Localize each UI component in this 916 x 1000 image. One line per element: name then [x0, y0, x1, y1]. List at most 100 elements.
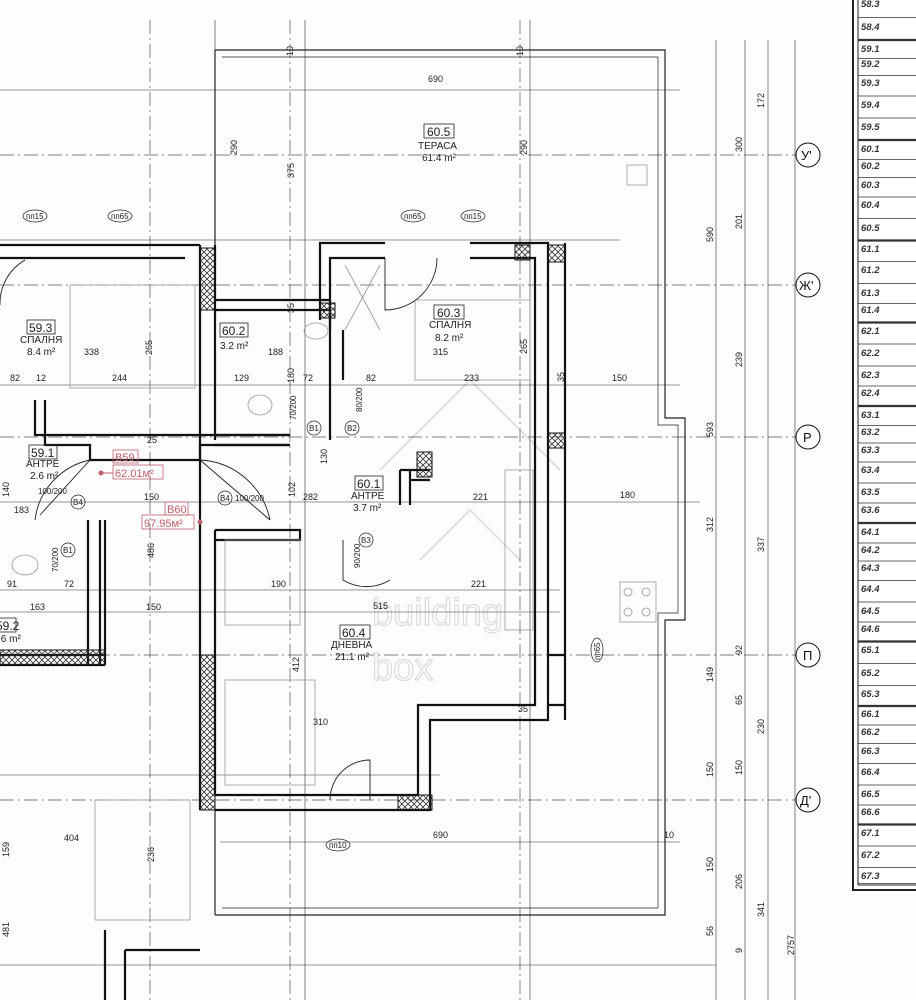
svg-text:82: 82: [366, 373, 376, 383]
door-size: 70/200: [51, 547, 60, 572]
room-id: 60.3: [437, 306, 461, 320]
axis-label: Р: [803, 430, 812, 445]
svg-text:282: 282: [303, 492, 318, 502]
room-table-cell: 60.1: [861, 144, 880, 155]
door-size: 80/200: [355, 387, 364, 412]
svg-text:35: 35: [518, 704, 528, 714]
apartment-marker-b60: B60 97.95м²: [141, 501, 203, 530]
room-table-cell: 63.3: [861, 445, 880, 456]
svg-text:159: 159: [1, 842, 11, 857]
svg-text:412: 412: [291, 657, 301, 672]
svg-text:72: 72: [64, 579, 74, 589]
apartment-id: B59: [115, 452, 135, 464]
room-id: 59.1: [31, 446, 55, 460]
room-label-60-2: 60.2 3.2 m²: [219, 322, 249, 352]
apartment-area: 97.95м²: [144, 518, 183, 530]
axis-label: Ж': [799, 278, 814, 293]
room-area: 8.4 m²: [27, 347, 56, 358]
room-area: .6 m²: [0, 634, 21, 645]
svg-text:593: 593: [705, 422, 715, 437]
svg-text:265: 265: [144, 340, 154, 355]
window-tag: пп15: [26, 212, 44, 221]
svg-text:201: 201: [734, 214, 744, 229]
door-tag: B4: [220, 494, 230, 503]
svg-text:188: 188: [268, 347, 283, 357]
room-label-60-5: 60.5 ТЕРАСА 61.4 m²: [418, 123, 457, 164]
svg-text:35: 35: [286, 303, 296, 313]
room-table-cell: 63.6: [861, 505, 880, 516]
room-table-cell: 64.6: [861, 624, 880, 635]
svg-text:149: 149: [705, 667, 715, 682]
svg-text:150: 150: [734, 760, 744, 775]
svg-text:183: 183: [14, 505, 29, 515]
room-id: 60.2: [222, 324, 246, 338]
svg-text:65: 65: [734, 695, 744, 705]
svg-text:25: 25: [147, 435, 157, 445]
room-id: 59.3: [29, 321, 53, 335]
svg-text:10: 10: [664, 830, 674, 840]
room-table-cell: 61.2: [861, 265, 880, 276]
room-area: 3.7 m²: [353, 503, 382, 514]
structural-columns: [0, 244, 566, 811]
apartment-id: B60: [167, 504, 187, 516]
svg-text:180: 180: [286, 368, 296, 383]
room-name: АНТРЕ: [26, 459, 60, 470]
room-table-cell: 65.1: [861, 645, 880, 656]
window-tag: пп10: [329, 841, 347, 850]
room-table-cell: 66.2: [861, 727, 880, 738]
door-size: 70/200: [289, 395, 298, 420]
room-label-60-3: 60.3 СПАЛНЯ 8.2 m²: [429, 304, 471, 344]
room-schedule-table: 58.358.459.159.259.359.459.560.160.260.3…: [852, 0, 916, 891]
svg-text:404: 404: [64, 833, 79, 843]
axis-grid-lines: [0, 20, 800, 1000]
room-table-cell: 65.3: [861, 689, 880, 700]
svg-text:150: 150: [705, 857, 715, 872]
svg-text:375: 375: [286, 163, 296, 178]
room-area: 8.2 m²: [435, 333, 464, 344]
svg-text:221: 221: [473, 492, 488, 502]
svg-text:221: 221: [471, 579, 486, 589]
svg-text:230: 230: [756, 719, 766, 734]
door-size: 100/200: [38, 487, 67, 496]
window-tag: пп65: [111, 212, 129, 221]
room-name: ТЕРАСА: [418, 141, 457, 152]
room-name: ДНЕВНА: [331, 640, 373, 651]
svg-text:341: 341: [756, 902, 766, 917]
room-table-cell: 65.2: [861, 668, 880, 679]
window-tag: пп65: [404, 212, 422, 221]
room-table-cell: 62.1: [861, 326, 880, 337]
svg-text:150: 150: [146, 602, 161, 612]
door-tags: B1 70/200 B1 70/200 B3 90/200 B4 100/200…: [38, 387, 374, 572]
dimension-lines: [0, 20, 796, 1000]
watermark-logo: building box: [371, 378, 561, 690]
svg-text:310: 310: [313, 717, 328, 727]
room-id: 60.4: [342, 626, 366, 640]
room-table-cell: 63.1: [861, 410, 880, 421]
room-label-59-2: 59.2 .6 m²: [0, 617, 21, 645]
room-table-cell: 66.6: [861, 807, 880, 818]
svg-text:300: 300: [734, 137, 744, 152]
svg-text:163: 163: [30, 602, 45, 612]
room-table-cell: 63.4: [861, 465, 880, 476]
room-name: АНТРЕ: [351, 491, 385, 502]
room-table-cell: 67.1: [861, 828, 880, 839]
window-tags: пп15 пп65 пп65 пп15 пп65 пп10: [22, 209, 604, 852]
room-area: 2.6 m²: [30, 471, 59, 482]
room-table-cell: 64.5: [861, 606, 880, 617]
furniture: [11, 164, 657, 921]
room-table-cell: 60.2: [861, 161, 880, 172]
svg-text:590: 590: [705, 227, 715, 242]
room-table-cell: 64.2: [861, 545, 880, 556]
apartment-marker-b59: B59 62.01м²: [98, 449, 164, 480]
svg-text:72: 72: [303, 373, 313, 383]
axis-markers: У' Ж' Р П Д': [795, 142, 821, 813]
room-table-cell: 66.1: [861, 709, 880, 720]
svg-text:building: building: [372, 592, 503, 634]
room-area: 3.2 m²: [220, 341, 249, 352]
room-table-cell: 62.2: [861, 348, 880, 359]
svg-text:140: 140: [1, 482, 11, 497]
room-table-cell: 62.3: [861, 370, 880, 381]
door-size: 90/200: [353, 543, 362, 568]
room-area: 61.4 m²: [422, 153, 457, 164]
